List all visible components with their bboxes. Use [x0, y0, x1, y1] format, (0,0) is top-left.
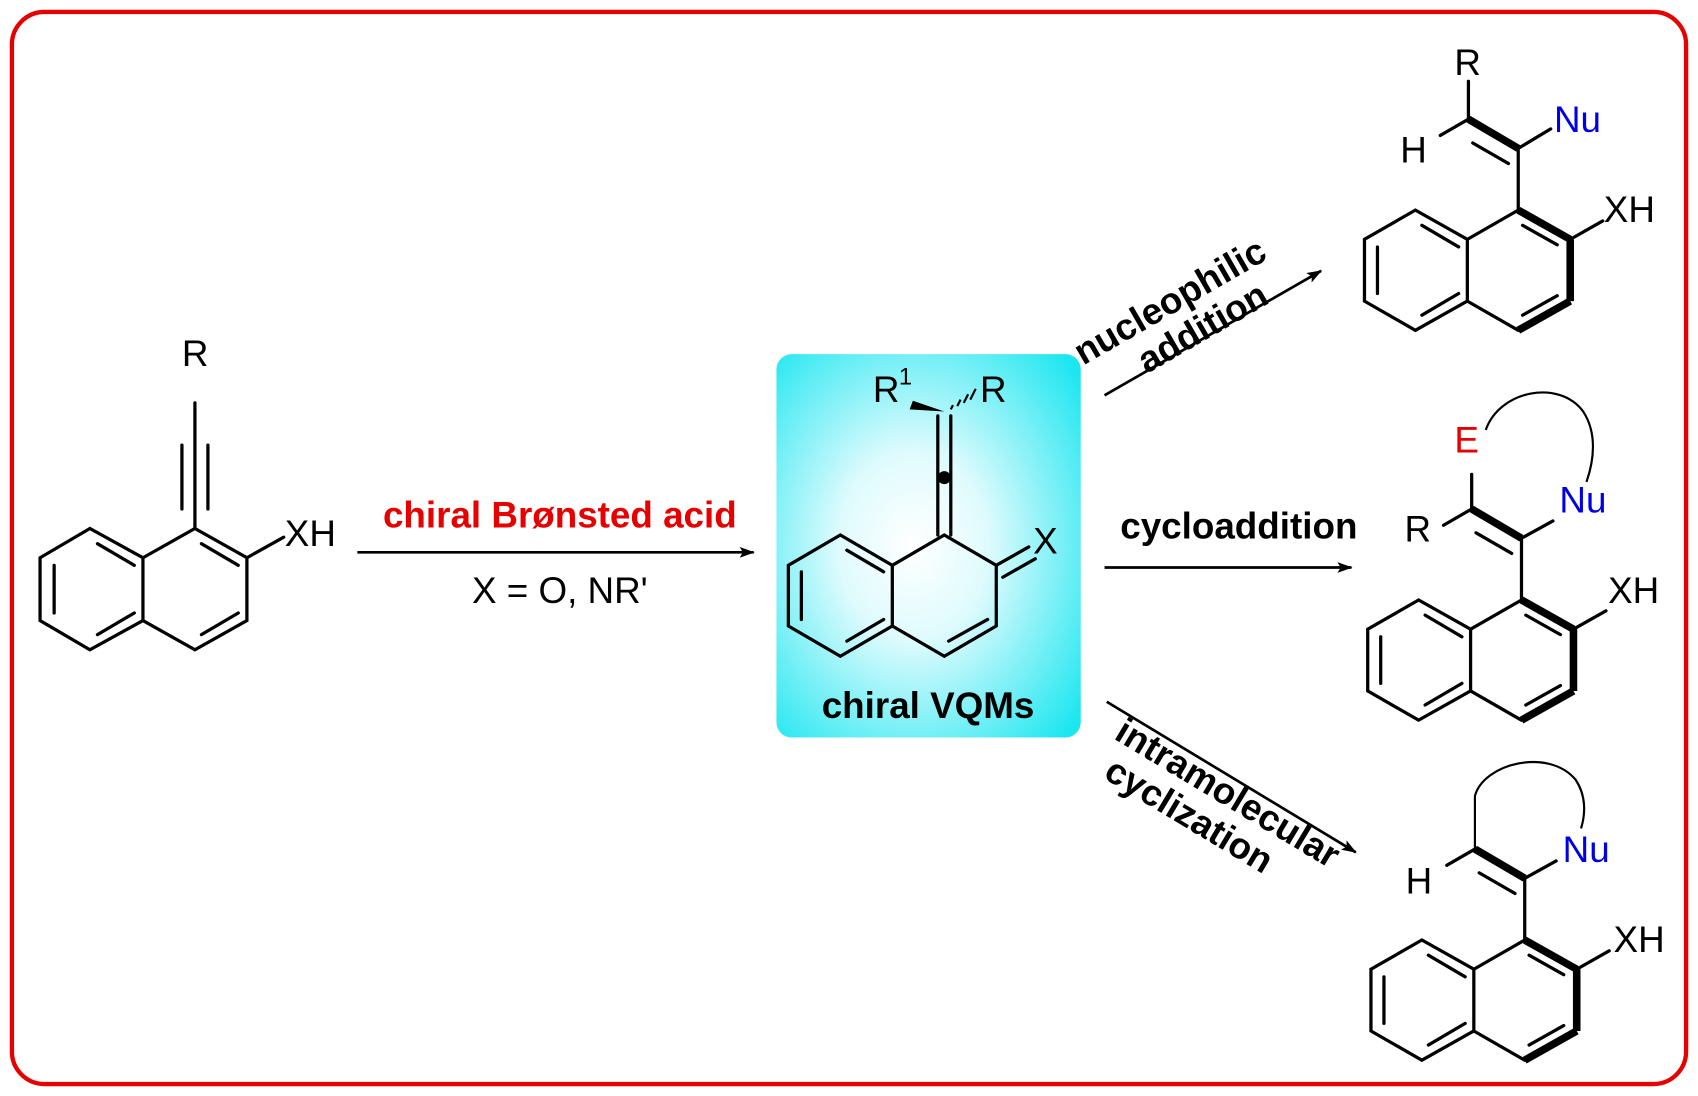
r-label: R [182, 333, 209, 374]
p1-r-label: R [1454, 42, 1481, 83]
product-intramolecular-cyclization: XH Nu H [1369, 761, 1665, 1064]
pathway-nucleophilic-addition: nucleophilic addition [1067, 230, 1323, 397]
starting-material: XH R [38, 333, 336, 652]
cycloaddition-label: cycloaddition [1120, 505, 1357, 546]
allene-center-dot [937, 471, 951, 485]
pathway-cycloaddition: cycloaddition [1104, 505, 1357, 573]
xh-label: XH [285, 513, 336, 554]
condition-label: X = O, NR' [472, 570, 648, 611]
p2-xh-label: XH [1608, 570, 1659, 611]
p3-xh-label: XH [1614, 919, 1665, 960]
product-cycloaddition: XH Nu R E [1366, 391, 1659, 724]
hashed-bond [949, 388, 977, 410]
outer-frame [9, 9, 1689, 1087]
vqm-caption: chiral VQMs [822, 685, 1035, 726]
p1-xh-label: XH [1604, 189, 1655, 230]
p2-e-label: E [1454, 420, 1479, 461]
p3-ring-arc [1473, 761, 1586, 850]
p3-nu-label: Nu [1563, 829, 1610, 870]
vqm-intermediate-box: X R 1 R chiral VQMs [776, 354, 1081, 738]
p3-h-label: H [1406, 860, 1433, 901]
p1-nu-label: Nu [1554, 99, 1601, 140]
main-reaction-arrow: chiral Brønsted acid X = O, NR' [357, 494, 755, 611]
product-nucleophilic-addition: XH Nu H R [1362, 42, 1655, 334]
pathway-intramolecular-cyclization: intramolecular cyclization [1098, 700, 1357, 881]
p2-ring-arc [1484, 391, 1594, 483]
p2-nu-label: Nu [1559, 479, 1606, 520]
r1-superscript: 1 [899, 363, 912, 390]
vqm-r-label: R [980, 369, 1007, 410]
r1-label: R [873, 369, 900, 410]
reagent-label: chiral Brønsted acid [383, 494, 737, 535]
p2-r-label: R [1405, 509, 1432, 550]
vqm-x-label: X [1033, 520, 1058, 561]
p1-h-label: H [1400, 129, 1427, 170]
